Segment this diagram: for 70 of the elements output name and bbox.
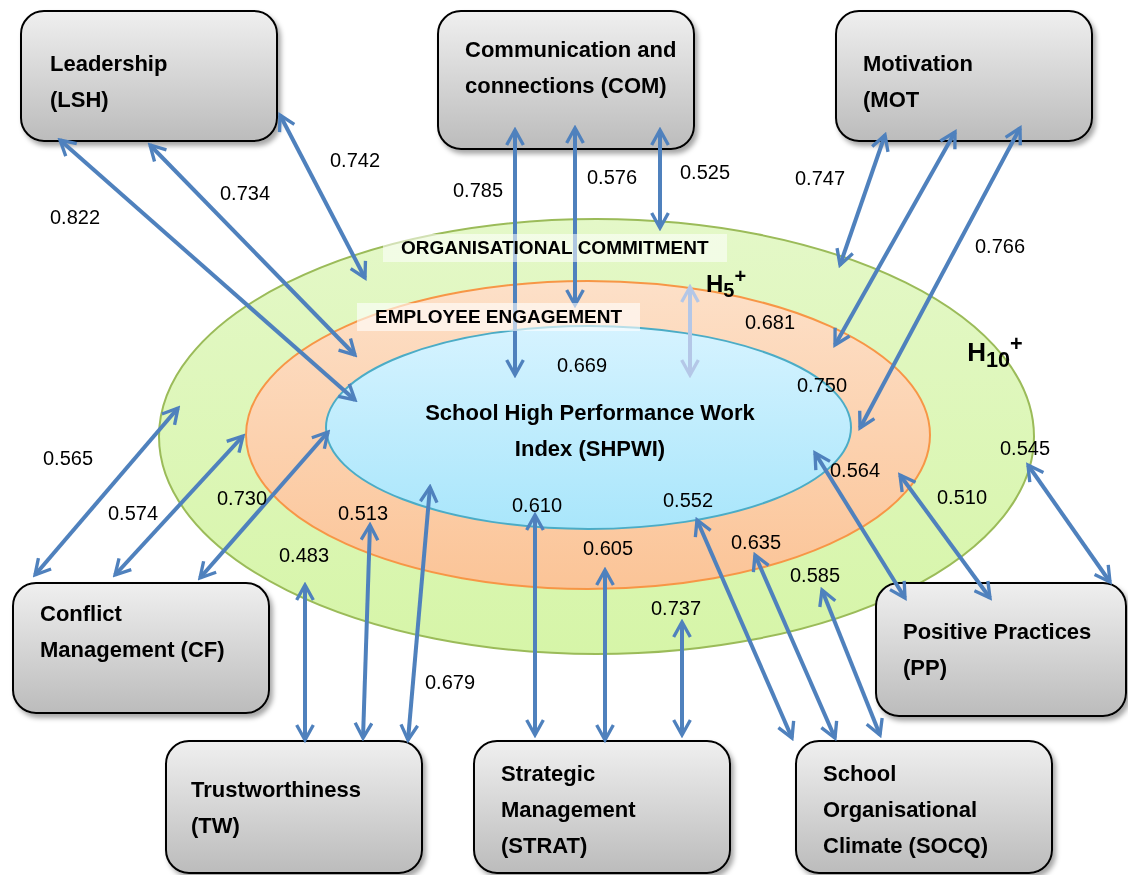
box-label: School Organisational Climate (SOCQ)	[823, 760, 990, 860]
double-arrow	[277, 113, 368, 280]
double-arrow	[353, 523, 380, 740]
box-label: Leadership (LSH)	[50, 50, 169, 114]
double-arrow	[858, 126, 1022, 430]
edge-label: 0.513	[337, 502, 389, 524]
band-label: ORGANISATIONAL COMMITMENT	[383, 234, 727, 262]
double-arrow	[751, 553, 839, 740]
double-arrow	[295, 583, 315, 742]
edge-label: 0.605	[582, 537, 634, 559]
double-arrow	[399, 485, 439, 742]
edge-label: 0.565	[42, 447, 94, 469]
edge-label: 0.510	[936, 486, 988, 508]
ellipse-label: School High Performance Work Index (SHPWI)	[424, 399, 756, 463]
value-label: 0.750	[796, 374, 848, 396]
edge-label: 0.730	[216, 487, 268, 509]
box-label: Conflict Management (CF)	[40, 600, 226, 664]
factor-box	[20, 10, 278, 142]
box-label: Strategic Management (STRAT)	[501, 760, 637, 860]
double-arrow	[505, 128, 525, 377]
factor-box	[12, 582, 270, 714]
edge-label: 0.635	[730, 531, 782, 553]
box-label: Communication and connections (COM)	[465, 36, 678, 100]
edge-label: 0.525	[679, 161, 731, 183]
double-arrow	[58, 138, 357, 402]
double-arrow	[813, 451, 907, 600]
box-label: Positive Practices (PP)	[903, 618, 1093, 682]
edge-label: 0.681	[744, 311, 796, 333]
double-arrow	[835, 133, 890, 267]
band-label: EMPLOYEE ENGAGEMENT	[357, 303, 641, 331]
value-label: 0.669	[556, 354, 608, 376]
edge-label: 0.747	[794, 167, 846, 189]
double-arrow	[595, 568, 615, 742]
double-arrow	[818, 588, 884, 737]
factor-box	[437, 10, 695, 150]
factor-box	[835, 10, 1093, 142]
double-arrow	[898, 473, 992, 600]
edge-label: 0.574	[107, 502, 159, 524]
edge-label: 0.742	[329, 149, 381, 171]
factor-box	[795, 740, 1053, 874]
edge-label: 0.737	[650, 597, 702, 619]
double-arrow	[198, 430, 330, 580]
box-label: Trustworthiness (TW)	[191, 776, 362, 840]
edge-label: 0.822	[49, 206, 101, 228]
factor-box	[875, 582, 1127, 717]
double-arrow	[33, 406, 180, 577]
edge-label: 0.766	[974, 235, 1026, 257]
edge-label: 0.564	[829, 459, 881, 481]
double-arrow	[113, 434, 245, 577]
double-arrow	[565, 126, 585, 307]
edge-label: 0.576	[586, 166, 638, 188]
box-label: Motivation (MOT	[863, 50, 974, 114]
edge-label: 0.679	[424, 671, 476, 693]
double-arrow	[1026, 463, 1112, 584]
double-arrow	[833, 130, 957, 347]
edge-label: 0.545	[999, 437, 1051, 459]
edge-label: 0.610	[511, 494, 563, 516]
double-arrow	[672, 620, 692, 737]
double-arrow	[148, 143, 357, 357]
double-arrow	[525, 513, 545, 737]
edge-label: 0.585	[789, 564, 841, 586]
double-arrow	[680, 285, 700, 377]
edge-label: 0.483	[278, 544, 330, 566]
edge-label: 0.552	[662, 489, 714, 511]
double-arrow	[650, 128, 670, 230]
factor-box	[165, 740, 423, 874]
double-arrow	[693, 518, 796, 740]
factor-box	[473, 740, 731, 874]
edge-label: 0.785	[452, 179, 504, 201]
edge-label: 0.734	[219, 182, 271, 204]
